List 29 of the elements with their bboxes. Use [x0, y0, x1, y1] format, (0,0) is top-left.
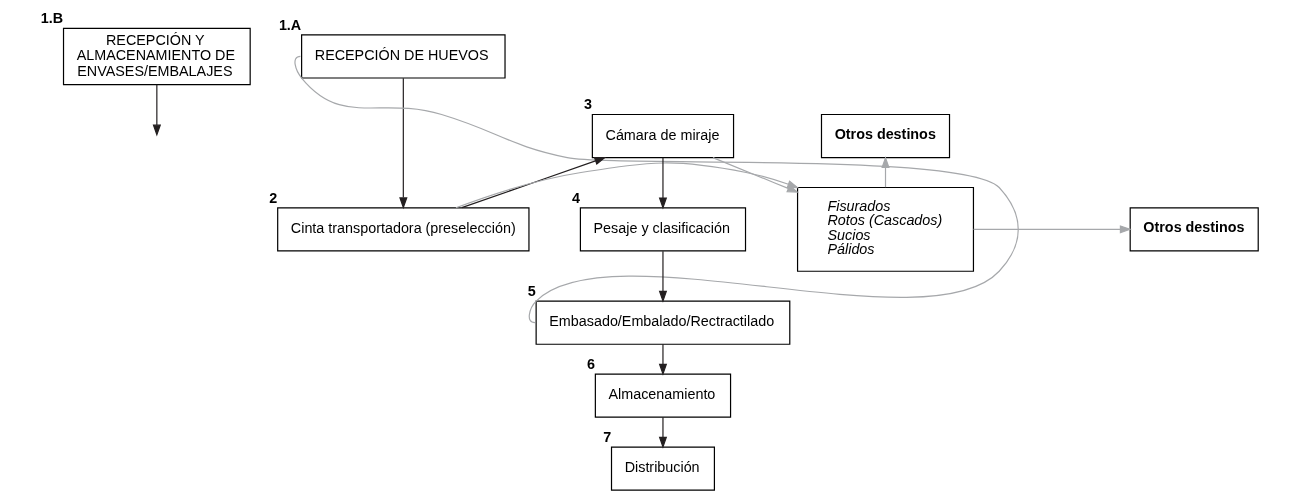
- arrow: [460, 157, 606, 209]
- node-box: RECEPCIÓN Y ALMACENAMIENTO DE ENVASES/EMBALAJES: [62, 27, 251, 86]
- node-label: 7: [602, 428, 611, 445]
- node-label: 1.B: [40, 10, 63, 27]
- node-box: Cámara de miraje: [591, 113, 734, 159]
- node-box: RECEPCIÓN DE HUEVOS: [300, 34, 506, 79]
- node-label: 5: [527, 282, 536, 299]
- node-label: 4: [571, 189, 580, 206]
- arrow: [658, 250, 667, 303]
- node-label: 2: [268, 189, 277, 206]
- node-box: Fisurados Rotos (Cascados) Sucios Pálidos: [796, 186, 974, 272]
- node-box: Pesaje y clasificación: [579, 207, 746, 252]
- arrow: [658, 416, 667, 449]
- node-label: 3: [583, 96, 592, 113]
- arrow: [972, 225, 1132, 234]
- node-box: Almacenamiento: [594, 373, 731, 418]
- node-box: Cinta transportadora (preselección): [276, 207, 530, 252]
- arrow: [880, 156, 890, 188]
- node-label: 6: [586, 355, 595, 372]
- arrow: [658, 157, 667, 210]
- node-box: Otros destinos: [820, 113, 950, 159]
- arrow: [152, 84, 161, 137]
- node-box: Embasado/Embalado/Rectractilado: [535, 300, 790, 345]
- arrow: [658, 343, 667, 376]
- connector: [293, 55, 1019, 324]
- arrow: [398, 77, 407, 210]
- node-box: Otros destinos: [1129, 207, 1259, 252]
- node-box: Distribución: [610, 446, 715, 491]
- node-label: 1.A: [278, 16, 301, 33]
